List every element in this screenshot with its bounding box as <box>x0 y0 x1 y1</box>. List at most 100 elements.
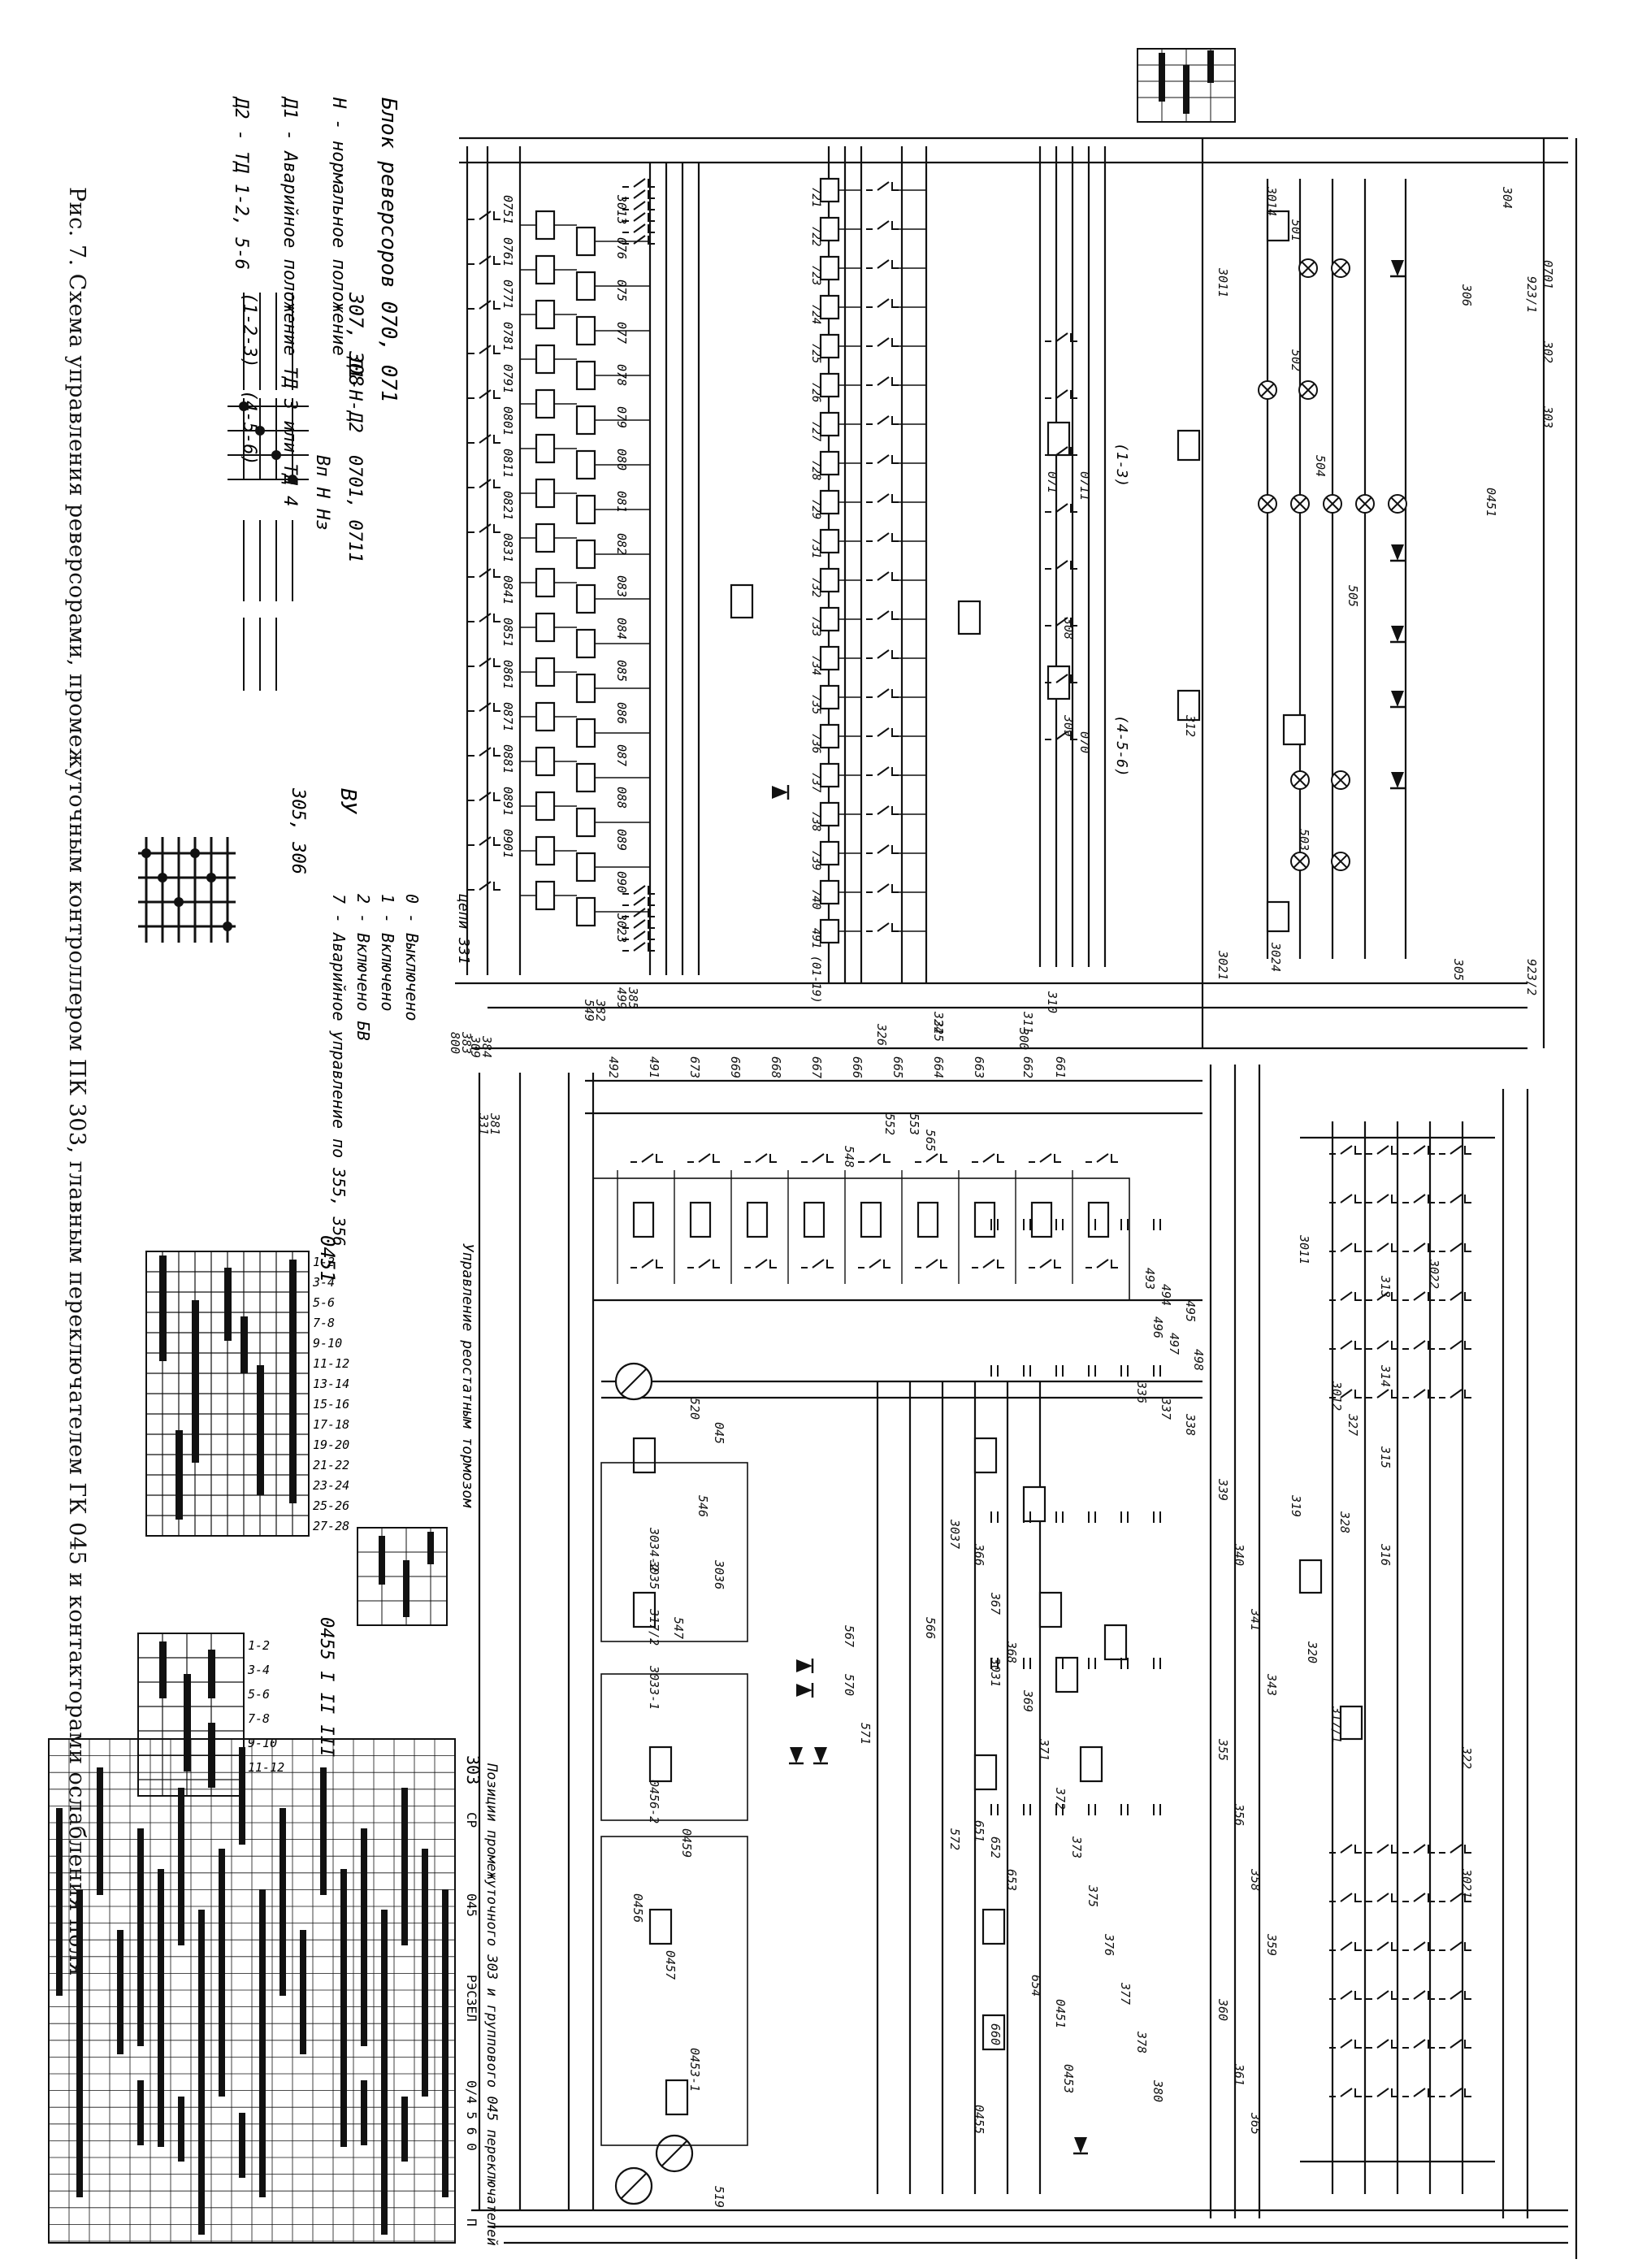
wire-label: 662 <box>1020 1056 1035 1078</box>
relay-label: 0891 <box>500 787 515 816</box>
relay-label: 3023 <box>614 913 629 943</box>
wire-label: 327 <box>1346 1413 1360 1436</box>
brake-relay <box>803 1201 826 1238</box>
reverser-contact <box>468 702 500 712</box>
control-relay <box>1022 1485 1046 1523</box>
wire-label: 309 <box>1061 714 1076 737</box>
switch-contact <box>1402 1893 1435 1902</box>
relay-label: 077 <box>614 322 629 344</box>
brake-relay <box>1030 1201 1053 1238</box>
signal-lamp <box>1290 852 1310 871</box>
wire-label: 923/1 <box>1524 276 1539 313</box>
ck045-row-12: 23-24 <box>313 1478 349 1493</box>
wire-label: 071 <box>1045 471 1060 493</box>
ck045-row-14: 27-28 <box>313 1519 349 1533</box>
relay-label: 082 <box>614 533 629 555</box>
reverser-block-contact <box>1045 674 1077 683</box>
drum-segment <box>819 177 840 203</box>
vu-state-7: 7 - Аварийное управление по 355, 356 <box>329 894 349 1246</box>
switch-contact <box>1439 1389 1471 1399</box>
components <box>468 177 1471 2205</box>
drum-contact <box>866 610 899 620</box>
wire-label: 571 <box>858 1723 873 1745</box>
wire-label: 382 <box>593 999 608 1021</box>
main-wiring <box>455 137 1578 2259</box>
wire-label: 371 <box>1037 1738 1051 1761</box>
wire-label: 309 <box>468 1035 483 1058</box>
reverser-contact <box>468 568 500 578</box>
signal-lamp <box>1355 494 1375 514</box>
relay-label: 0781 <box>500 322 515 351</box>
wire-label: 373 <box>1069 1836 1084 1858</box>
control-relay <box>1079 1745 1103 1783</box>
relay-label: 0821 <box>500 491 515 520</box>
ck045-title: 0451 <box>316 1235 339 1282</box>
drum-position-label: 729 <box>809 499 822 519</box>
legend-avar2: Д2 - ТД 1-2, 5-6 <box>231 96 251 270</box>
wire-label: 045 <box>712 1422 726 1444</box>
drum-position-label: 726 <box>809 382 822 402</box>
relay-label: 085 <box>614 660 629 682</box>
ck045-row-5: 9-10 <box>313 1336 342 1351</box>
relay-label: 075 <box>614 280 629 301</box>
wire-label: 376 <box>1102 1933 1116 1956</box>
wire-label: 496 <box>1150 1316 1165 1338</box>
switch-contact <box>1329 2088 1362 2097</box>
reverser-coil <box>535 612 556 643</box>
brake-relay <box>916 1201 939 1238</box>
drum-segment <box>819 333 840 359</box>
wire-label: 315 <box>1378 1446 1393 1468</box>
block-contact <box>622 919 655 929</box>
wire-label: 302 <box>1540 340 1555 363</box>
drum-position-label: 739 <box>809 850 822 870</box>
drum-contact <box>866 883 899 893</box>
relay-label: 3013 <box>614 194 629 224</box>
wire-label: 316 <box>1378 1543 1393 1566</box>
signal-lamp <box>1323 494 1342 514</box>
drum-segment <box>819 762 840 788</box>
wire-label: 324 <box>931 1011 946 1034</box>
table303-h4: П <box>464 2218 479 2227</box>
drum-segment <box>819 606 840 632</box>
reverser-block-contact <box>1045 560 1077 570</box>
reverser-block-contact <box>1045 332 1077 342</box>
reverser-contact <box>468 523 500 533</box>
ammeter <box>614 1362 653 1401</box>
ck0455-row-2: 3-4 <box>247 1663 270 1677</box>
reverser-coil <box>535 567 556 598</box>
wire-label: 3031 <box>988 1657 1003 1687</box>
switch-contact <box>1439 1990 1471 2000</box>
legend-block-title: Блок реверсоров 070, 071 <box>376 98 401 403</box>
wire-label: 306 <box>1459 284 1474 306</box>
relay-label: 0871 <box>500 702 515 731</box>
reverser-coil <box>575 449 596 480</box>
switch-contact <box>1366 1389 1398 1399</box>
drum-position-label: 728 <box>809 460 822 480</box>
wire-label: 493 <box>1142 1268 1157 1290</box>
chart-0451: 0451 1-2 3-4 5-6 7-8 9-10 <box>145 1235 349 1537</box>
relay-label: 090 <box>614 871 629 893</box>
wire-label: 3012 <box>1329 1381 1344 1411</box>
diode <box>1073 2137 1088 2155</box>
brake-contact <box>972 1153 1004 1163</box>
legend-block0710: 0701, 0711 <box>344 455 365 562</box>
signal-lamp <box>1331 770 1350 790</box>
legend-pos-label: Д1-Н-Д2 <box>344 356 365 433</box>
diode <box>813 1747 828 1765</box>
ck0455-title: 0455 I II III <box>316 1617 336 1757</box>
wire-label: 520 <box>687 1398 702 1420</box>
control-relay <box>973 1437 998 1474</box>
brake-contact <box>972 1259 1004 1268</box>
drum-position-label: 738 <box>809 811 822 831</box>
vu-block: ВУ 305, 306 0 - Выключено 1 - Включено 2… <box>138 787 422 1246</box>
brake-contact <box>858 1259 890 1268</box>
wire-label: 325 <box>931 1019 946 1042</box>
relay-label: 0761 <box>500 237 515 267</box>
wire-label: 336 <box>1134 1381 1149 1403</box>
ammeter <box>614 2166 653 2205</box>
switch-contact <box>1439 1194 1471 1203</box>
legend-vn: Вп Н Нз <box>312 455 332 531</box>
wire-label: 313 <box>1378 1275 1393 1298</box>
reverser-coil <box>535 299 556 330</box>
table303-h2: РЭСЗЕЛ <box>464 1975 479 2022</box>
